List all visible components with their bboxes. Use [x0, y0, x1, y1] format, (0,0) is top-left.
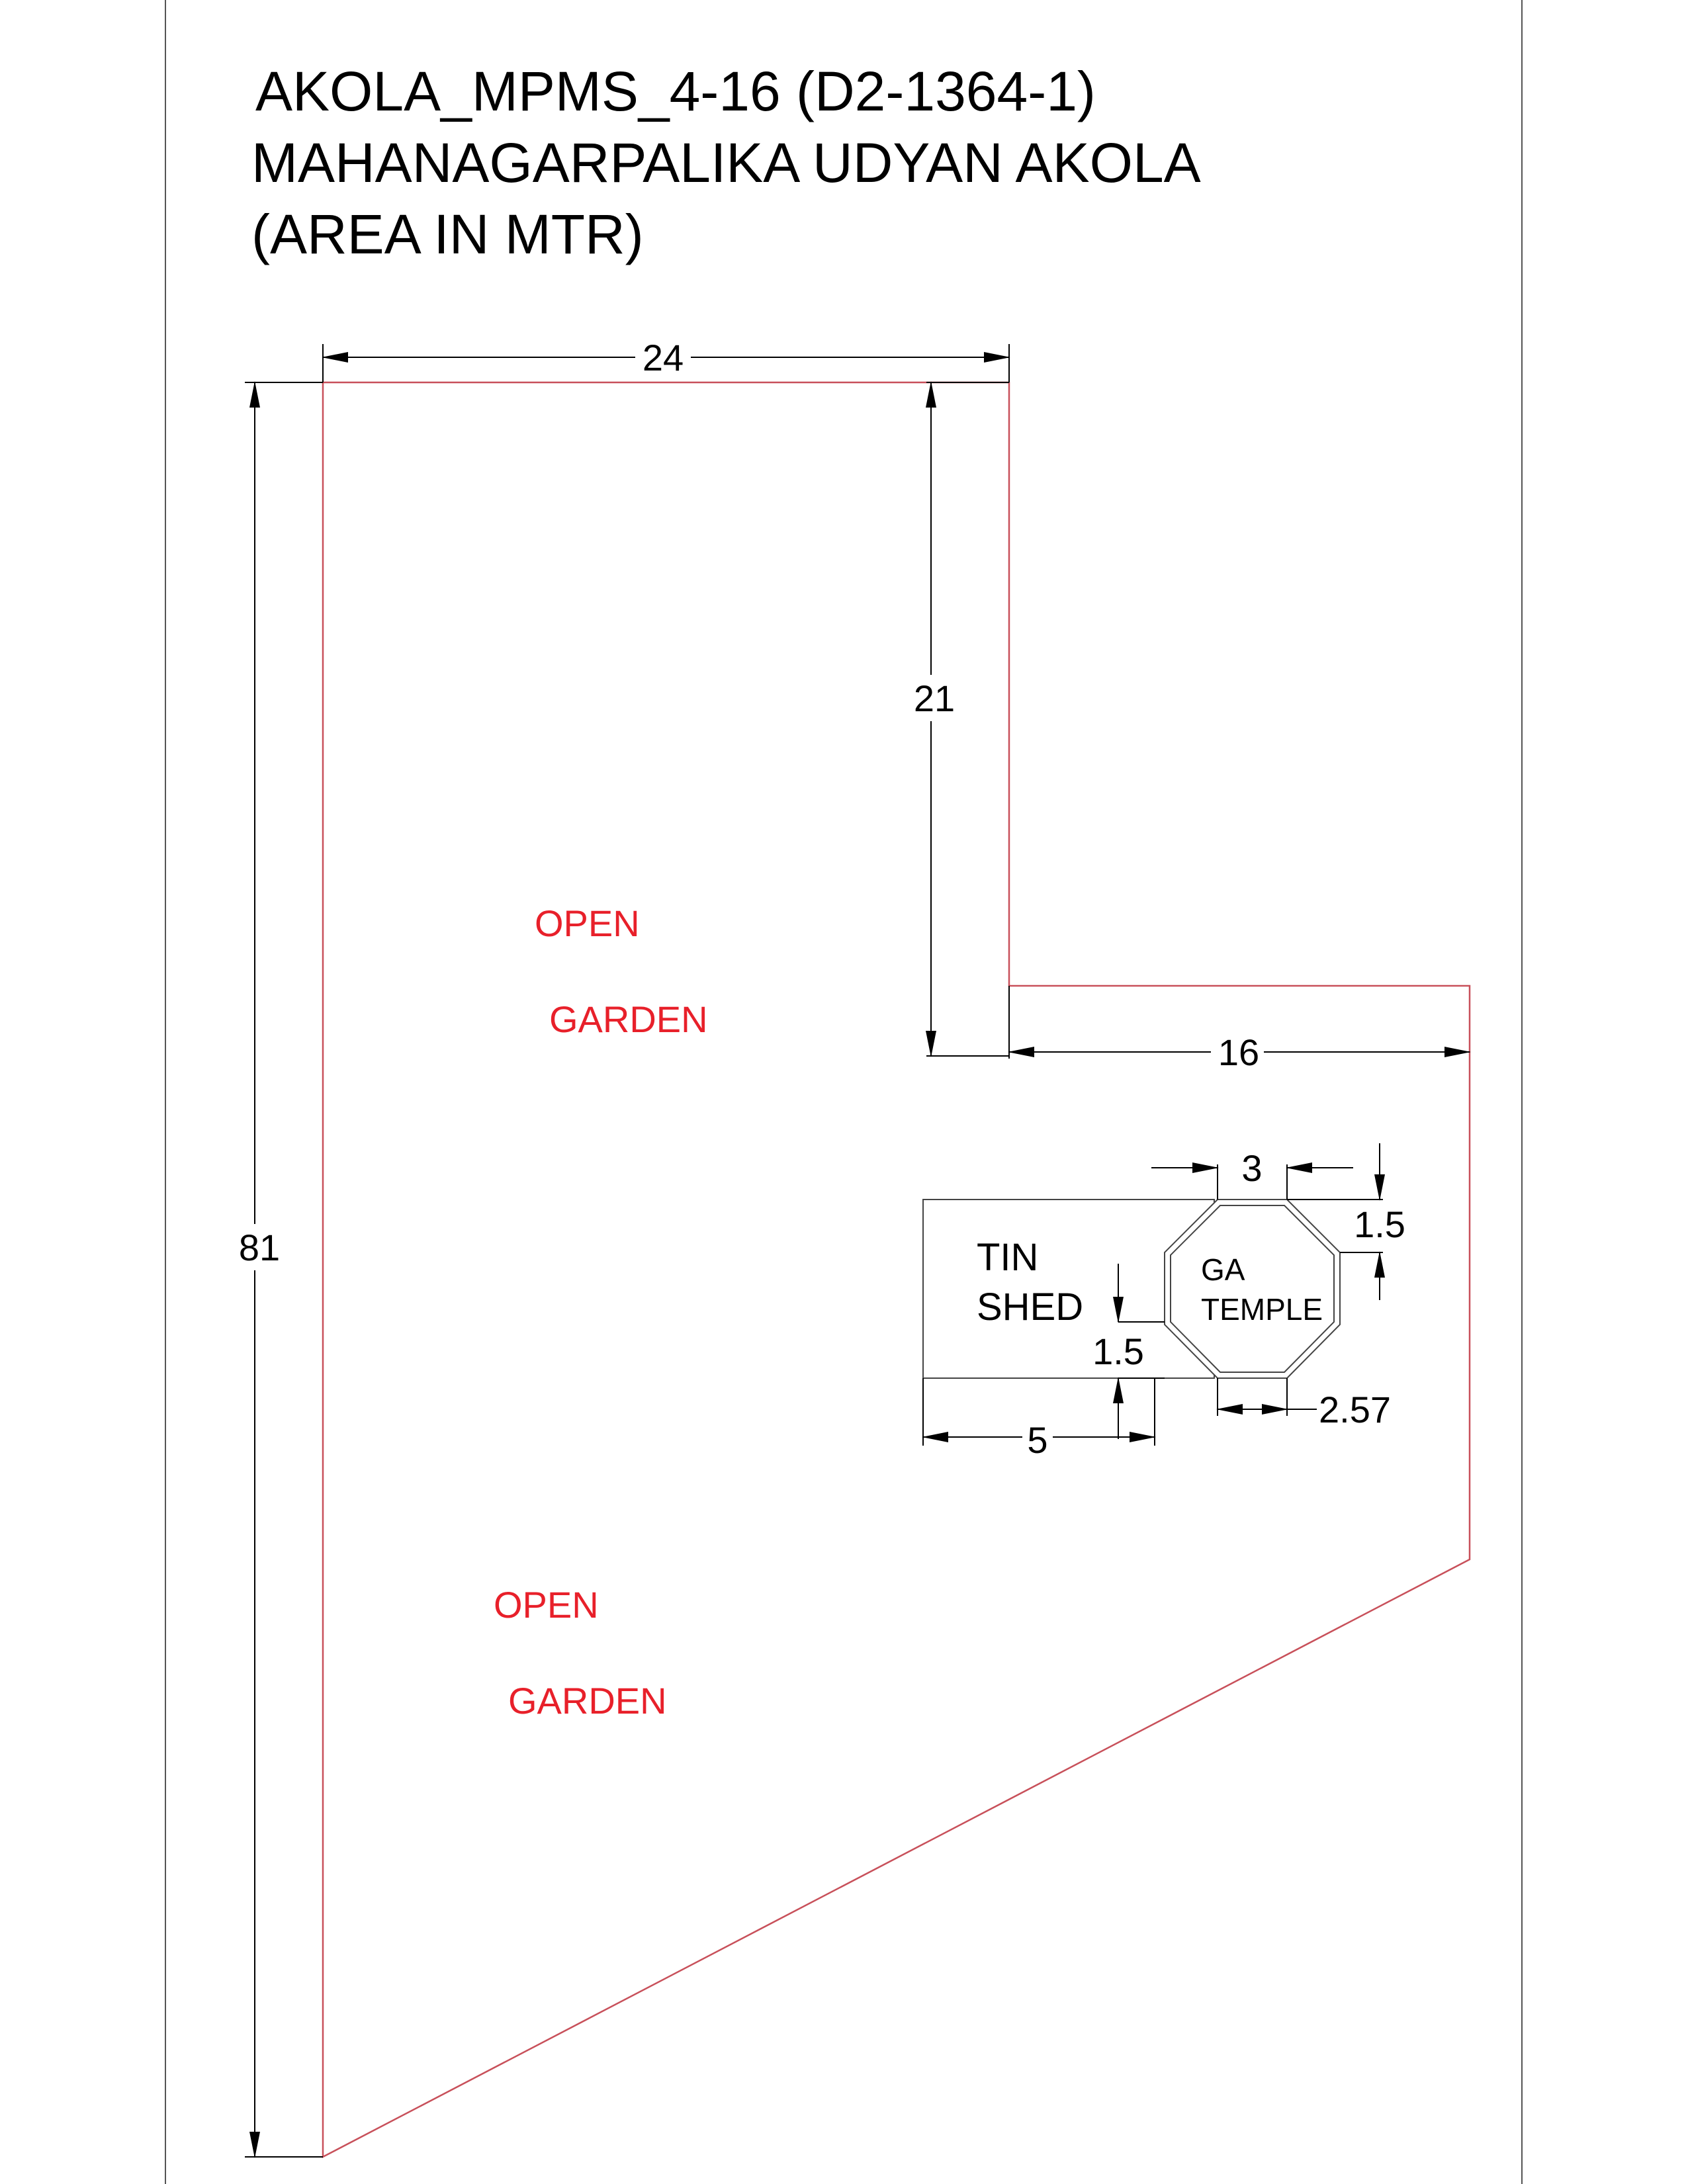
dimension-temple-offset: 1.5 [1287, 1143, 1405, 1300]
dimension-temple-diagonal-label: 2.57 [1319, 1389, 1391, 1430]
drawing-subtitle: MAHANAGARPALIKA UDYAN AKOLA [251, 132, 1201, 194]
dimension-top-width: 24 [322, 334, 1010, 382]
dimension-top-width-label: 24 [643, 337, 684, 378]
shed-label: SHED [977, 1286, 1083, 1329]
dimension-shed-width: 5 [922, 1378, 1156, 1461]
dimension-step-width-label: 16 [1218, 1031, 1259, 1073]
garden-label-upper: GARDEN [549, 998, 708, 1040]
dimension-temple-side-label: 3 [1241, 1147, 1262, 1189]
dimension-upper-right-height-label: 21 [914, 677, 955, 719]
dimension-temple-side: 3 [1151, 1147, 1353, 1200]
area-unit-note: (AREA IN MTR) [251, 203, 644, 265]
garden-label-lower: GARDEN [508, 1680, 667, 1722]
dimension-shed-width-label: 5 [1027, 1419, 1047, 1461]
temple-label: TEMPLE [1201, 1292, 1323, 1327]
temple-octagon [1164, 1199, 1341, 1379]
dimension-total-height-label: 81 [239, 1227, 280, 1268]
ga-label: GA [1201, 1252, 1245, 1287]
dimension-upper-right-height: 21 [905, 381, 1009, 1057]
dimension-step-width: 16 [1008, 986, 1471, 1073]
dimension-total-height: 81 [232, 381, 323, 2158]
tin-label: TIN [977, 1236, 1038, 1279]
open-label-lower: OPEN [494, 1584, 599, 1626]
dimension-temple-offset-label: 1.5 [1354, 1203, 1405, 1245]
dimension-shed-offset-label: 1.5 [1092, 1331, 1144, 1372]
dimension-shed-offset: 1.5 [1092, 1264, 1165, 1439]
drawing-title: AKOLA_MPMS_4-16 (D2-1364-1) [255, 60, 1096, 122]
dimension-temple-diagonal: 2.57 [1216, 1378, 1391, 1430]
open-label-upper: OPEN [535, 902, 640, 944]
